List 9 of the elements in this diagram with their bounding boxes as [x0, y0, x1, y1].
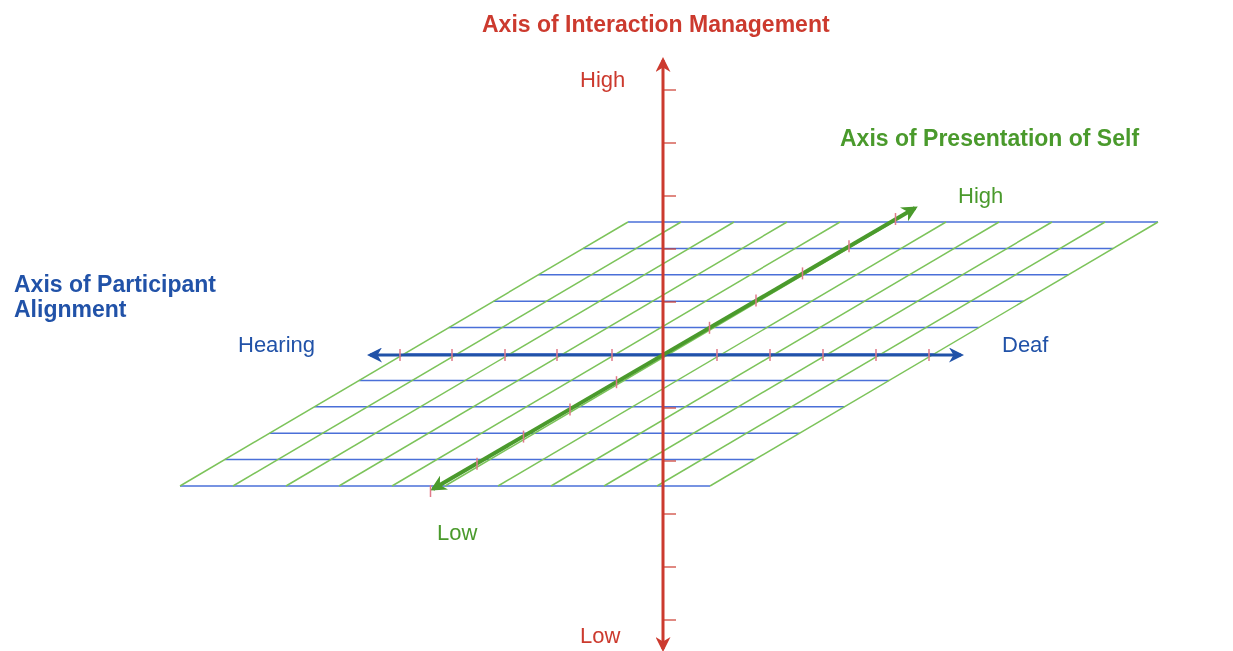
axis-end-label: High [580, 68, 626, 93]
axis-title: Axis of Interaction Management [482, 12, 830, 38]
axis-end-label: Low [437, 521, 478, 546]
axis-title: Axis of Participant Alignment [14, 272, 217, 323]
axis-end-label: Low [580, 624, 621, 649]
axis-end-label: Hearing [238, 333, 316, 358]
axis-end-label: Deaf [1002, 333, 1049, 358]
axis-end-label: High [958, 184, 1004, 209]
axis-title: Axis of Presentation of Self [840, 126, 1140, 152]
